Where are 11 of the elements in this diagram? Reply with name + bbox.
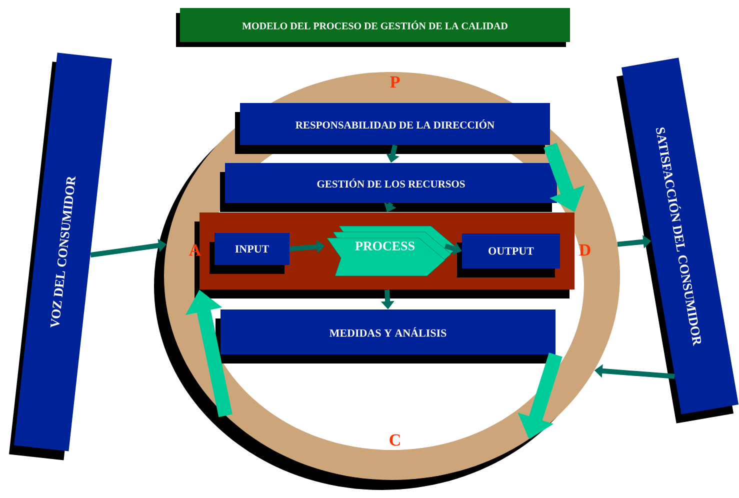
banner: VOZ DEL CONSUMIDOR — [9, 52, 112, 460]
process-box: RESPONSABILIDAD DE LA DIRECCIÓN — [235, 103, 550, 154]
process-box: MEDIDAS Y ANÁLISIS — [216, 310, 556, 364]
process-arrow-stack: PROCESS — [326, 226, 458, 276]
cycle-letter: C — [390, 434, 400, 446]
cycle-letter: P — [390, 76, 400, 88]
cycle-letter: A — [189, 244, 202, 256]
title-banner: MODELO DEL PROCESO DE GESTIÓN DE LA CALIDAD — [176, 8, 570, 47]
process-box: GESTIÓN DE LOS RECURSOS — [220, 163, 557, 212]
process-box: OUTPUT — [457, 234, 560, 278]
process-box: INPUT — [210, 233, 290, 274]
